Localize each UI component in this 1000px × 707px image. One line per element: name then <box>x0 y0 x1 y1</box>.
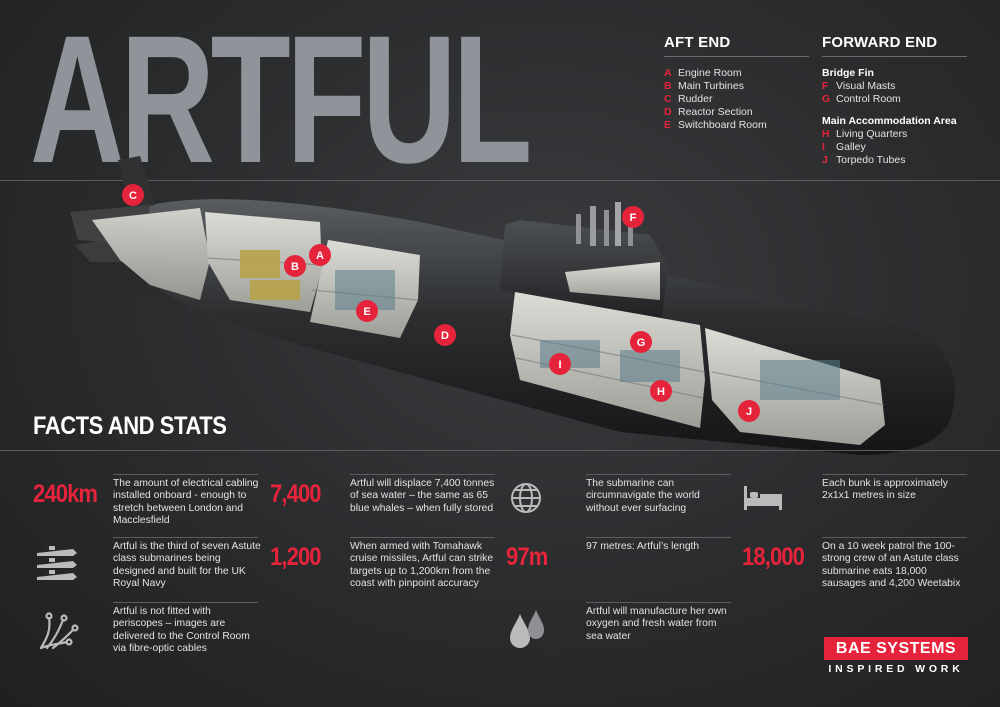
fact-figure: 97m <box>506 543 548 571</box>
marker-f-dot <box>622 206 644 228</box>
marker-b-dot <box>284 255 306 277</box>
marker-g: G <box>637 337 646 349</box>
marker-a-dot <box>309 244 331 266</box>
mast <box>576 214 581 244</box>
fact-figure: 7,400 <box>270 480 322 508</box>
fibre-optic-cables-icon <box>39 612 79 650</box>
marker-c: C <box>129 190 137 202</box>
equipment-rack <box>760 360 840 400</box>
fact-figure: 1,200 <box>270 543 322 571</box>
logo-wordmark: BAE SYSTEMS <box>824 637 968 660</box>
markers: C A B E D F G I H J <box>122 184 760 422</box>
divider <box>0 450 1000 451</box>
mast <box>590 206 596 246</box>
aft-end-heading: AFT END <box>664 34 809 57</box>
submarines-icon <box>37 546 77 580</box>
marker-b: B <box>291 261 299 273</box>
marker-a: A <box>316 250 324 262</box>
marker-c-dot <box>122 184 144 206</box>
marker-e-dot <box>356 300 378 322</box>
cutaway-engine-room <box>92 208 210 300</box>
forward-end-heading: FORWARD END <box>822 34 967 57</box>
fact-text: Artful will displace 7,400 tonnes of sea… <box>350 478 495 514</box>
fact-text: The submarine can circumnavigate the wor… <box>586 478 700 514</box>
marker-h: H <box>657 386 665 398</box>
marker-d: D <box>441 330 449 342</box>
logo-tagline: INSPIRED WORK <box>828 663 964 675</box>
mast <box>628 212 633 246</box>
fact-text: The amount of electrical cabling install… <box>113 478 259 527</box>
fact-figure: 18,000 <box>742 543 805 571</box>
globe-icon <box>511 483 541 513</box>
fact-figure: 240km <box>33 480 98 508</box>
fact-text: On a 10 week patrol the 100-strong crew … <box>822 541 961 590</box>
marker-h-dot <box>650 380 672 402</box>
water-drops-icon <box>510 610 544 648</box>
accommodation-heading: Main Accommodation Area <box>822 115 957 127</box>
fact-text: Artful is not fitted with periscopes – i… <box>113 606 250 655</box>
fact-text: Artful is the third of seven Astute clas… <box>113 541 261 590</box>
cutaway-control-room <box>565 262 660 300</box>
facts-title: FACTS AND STATS <box>33 412 227 440</box>
turbine-block <box>240 250 280 278</box>
marker-i-dot <box>549 353 571 375</box>
equipment-rack <box>620 350 680 382</box>
marker-e: E <box>363 306 370 318</box>
bed-icon <box>744 486 782 510</box>
mast <box>615 202 621 246</box>
marker-i: I <box>558 359 561 371</box>
marker-d-dot <box>434 324 456 346</box>
divider <box>0 180 1000 181</box>
marker-j-dot <box>738 400 760 422</box>
marker-g-dot <box>630 331 652 353</box>
fact-text: Artful will manufacture her own oxygen a… <box>586 606 727 642</box>
mast <box>604 210 609 246</box>
marker-f: F <box>630 212 637 224</box>
bae-systems-logo: BAE SYSTEMS INSPIRED WORK <box>824 637 968 675</box>
fact-text: 97 metres: Artful’s length <box>586 541 700 552</box>
marker-j: J <box>746 406 752 418</box>
page-title: ARTFUL <box>30 0 532 201</box>
fact-text: When armed with Tomahawk cruise missiles… <box>350 541 494 590</box>
bridge-fin-heading: Bridge Fin <box>822 67 874 79</box>
fact-text: Each bunk is approximately 2x1x1 metres … <box>822 478 948 502</box>
turbine-block <box>250 280 300 300</box>
